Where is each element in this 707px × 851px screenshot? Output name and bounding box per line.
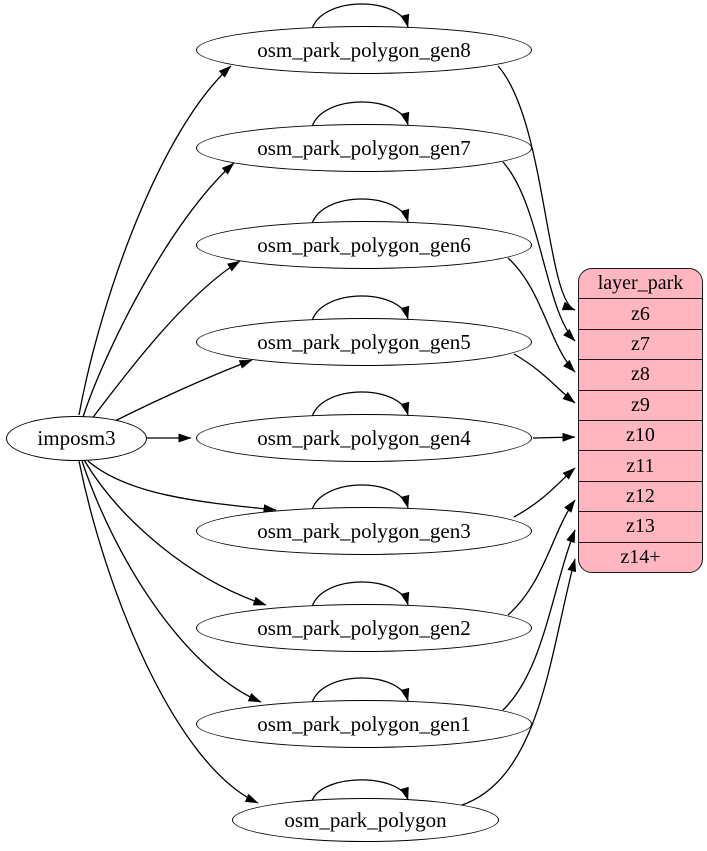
edge-gen6-z8: [507, 257, 576, 373]
edge-gen4-z10: [532, 432, 576, 442]
layer-row-z8: z8: [579, 359, 702, 389]
node-label: osm_park_polygon_gen8: [257, 37, 471, 62]
node-osm-park-polygon-gen4: osm_park_polygon_gen4: [196, 414, 532, 462]
selfloop-gen8: [311, 3, 410, 30]
edge-gen3-z11: [513, 467, 576, 518]
node-osm-park-polygon-gen1: osm_park_polygon_gen1: [196, 700, 532, 748]
selfloop-gen7: [311, 101, 410, 128]
edge-imposm3-gen6: [90, 260, 241, 421]
edge-imposm3-gen1: [81, 460, 262, 703]
edge-gen2-z12: [507, 499, 576, 616]
selfloop-gen3: [311, 484, 410, 511]
selfloop-gen1: [311, 677, 410, 704]
layer-park-table: layer_park z6 z7 z8 z9 z10 z11 z12 z13 z…: [578, 268, 703, 573]
selfloop-gen5: [311, 295, 410, 322]
node-imposm3-label: imposm3: [37, 426, 116, 450]
layer-row-z14plus: z14+: [579, 541, 702, 572]
edge-gen7-z7: [502, 161, 576, 342]
edge-imposm3-gen8: [78, 65, 232, 416]
node-imposm3: imposm3: [6, 416, 147, 461]
edge-polygon-z14: [461, 558, 577, 806]
node-osm-park-polygon-gen2: osm_park_polygon_gen2: [196, 604, 532, 652]
edge-gen8-z6: [497, 65, 576, 311]
node-osm-park-polygon-gen6: osm_park_polygon_gen6: [196, 221, 532, 269]
layer-row-z10: z10: [579, 420, 702, 450]
node-label: osm_park_polygon_gen1: [257, 711, 471, 736]
edge-imposm3-gen2: [83, 459, 267, 606]
node-label: osm_park_polygon_gen2: [257, 615, 471, 640]
layer-row-z11: z11: [579, 450, 702, 480]
selfloop-gen6: [311, 198, 410, 225]
node-osm-park-polygon: osm_park_polygon: [232, 798, 499, 842]
edge-gen1-z13: [502, 529, 576, 711]
edge-gen5-z9: [513, 353, 576, 404]
layer-row-z12: z12: [579, 480, 702, 511]
edge-imposm3-polygon: [78, 460, 259, 804]
edge-imposm3-gen5: [104, 359, 253, 427]
node-osm-park-polygon-gen3: osm_park_polygon_gen3: [196, 507, 532, 555]
layer-row-z6: z6: [579, 298, 702, 328]
selfloop-polygon: [311, 779, 409, 802]
node-osm-park-polygon-gen8: osm_park_polygon_gen8: [196, 26, 532, 74]
node-label: osm_park_polygon_gen4: [257, 425, 471, 450]
layer-row-z13: z13: [579, 511, 702, 541]
node-label: osm_park_polygon_gen3: [257, 518, 471, 543]
edge-imposm3-gen3: [87, 460, 277, 514]
layer-table-header: layer_park: [597, 272, 684, 295]
layer-row-z9: z9: [579, 389, 702, 420]
node-label: osm_park_polygon: [284, 807, 447, 832]
node-osm-park-polygon-gen5: osm_park_polygon_gen5: [196, 318, 532, 366]
layer-row-z7: z7: [579, 328, 702, 359]
selfloop-gen4: [311, 391, 410, 418]
node-label: osm_park_polygon_gen6: [257, 232, 471, 257]
edge-imposm3-gen7: [82, 162, 235, 418]
node-osm-park-polygon-gen7: osm_park_polygon_gen7: [196, 124, 532, 172]
node-label: osm_park_polygon_gen5: [257, 329, 471, 354]
node-label: osm_park_polygon_gen7: [257, 135, 471, 160]
selfloop-gen2: [311, 581, 410, 608]
